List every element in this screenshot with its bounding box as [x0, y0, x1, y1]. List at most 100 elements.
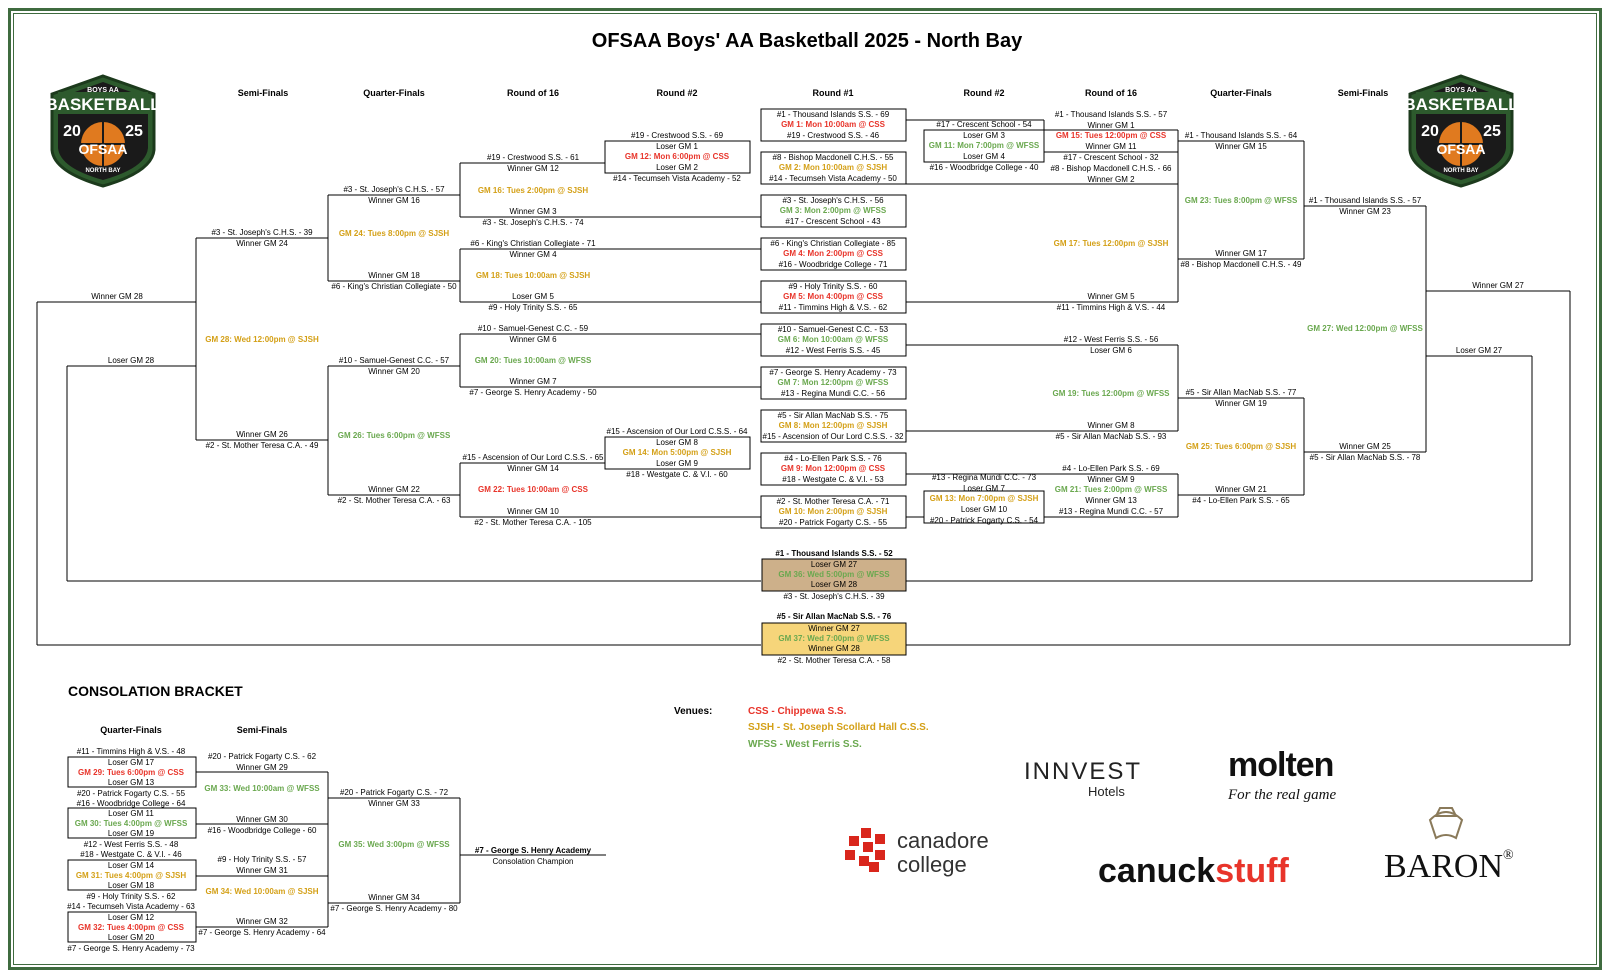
game-schedule: GM 30: Tues 4:00pm @ WFSS: [74, 819, 188, 828]
game-team: #12 - West Ferris S.S. - 48: [83, 840, 179, 849]
game-slot: Loser GM 27: [810, 560, 858, 569]
page-title: OFSAA Boys' AA Basketball 2025 - North B…: [591, 30, 1023, 52]
game-team: #7 - George S. Henry Academy - 50: [469, 388, 597, 397]
game-team: #3 - St. Joseph's C.H.S. - 39: [211, 228, 313, 237]
game-schedule: GM 2: Mon 10:00am @ SJSH: [778, 163, 888, 172]
game-slot: Winner GM 29: [236, 763, 288, 772]
venue-sjsh: SJSH - St. Joseph Scollard Hall C.S.S.: [748, 722, 929, 733]
game-slot: Loser GM 7: [963, 484, 1005, 493]
venue-wfss: WFSS - West Ferris S.S.: [748, 739, 862, 750]
game-team: #14 - Tecumseh Vista Academy - 52: [613, 174, 741, 183]
inner-frame: [13, 13, 1597, 965]
basketball-logo-right: BOYS AA BASKETBALL 20 25 OFSAA NORTH BAY: [1402, 72, 1520, 190]
game-team: #4 - Lo-Ellen Park S.S. - 65: [1192, 496, 1290, 505]
game-schedule: GM 5: Mon 4:00pm @ CSS: [783, 292, 883, 301]
sponsor-innvest-logo: INNVEST: [1024, 758, 1143, 785]
game-team: #15 - Ascension of Our Lord C.S.S. - 64: [606, 427, 748, 436]
third-place-team: #1 - Thousand Islands S.S. - 52: [775, 549, 893, 558]
header-round1: Round #1: [812, 88, 854, 98]
game-schedule: GM 32: Tues 4:00pm @ CSS: [78, 923, 184, 932]
svg-text:20: 20: [63, 123, 81, 140]
game-slot: Winner GM 26: [236, 430, 288, 439]
game-schedule: GM 18: Tues 10:00am @ SJSH: [475, 271, 591, 280]
svg-text:NORTH BAY: NORTH BAY: [85, 168, 120, 174]
sponsor-baron-mark: ®: [1503, 848, 1514, 863]
game-slot: Winner GM 8: [1087, 421, 1135, 430]
consolation-champion: #7 - George S. Henry Academy: [474, 846, 592, 855]
game-slot: Loser GM 6: [1090, 346, 1132, 355]
final-feed-label: Loser GM 27: [1455, 346, 1503, 355]
game-slot: Winner GM 1: [1087, 121, 1135, 130]
game-slot: Winner GM 24: [236, 239, 288, 248]
game-team: #11 - Timmins High & V.S. - 48: [76, 747, 186, 756]
game-team: #13 - Regina Mundi C.C. - 56: [780, 389, 886, 398]
game-slot: Winner GM 20: [368, 367, 420, 376]
game-team: #3 - St. Joseph's C.H.S. - 39: [783, 592, 885, 601]
game-team: #17 - Crescent School - 54: [936, 120, 1032, 129]
game-slot: Winner GM 5: [1087, 292, 1135, 301]
sponsor-innvest-sub: Hotels: [1088, 784, 1125, 799]
game-slot: Winner GM 23: [1339, 207, 1391, 216]
game-slot: Winner GM 18: [368, 271, 420, 280]
game-team: #1 - Thousand Islands S.S. - 57: [1054, 110, 1168, 119]
game-schedule: GM 10: Mon 2:00pm @ SJSH: [778, 507, 888, 516]
canadore-logo-icon: [845, 828, 893, 877]
game-team: #5 - Sir Allan MacNab S.S. - 75: [777, 411, 889, 420]
game-slot: Loser GM 13: [107, 778, 155, 787]
sponsor-molten-logo: molten: [1228, 746, 1334, 784]
game-team: #7 - George S. Henry Academy - 64: [198, 928, 326, 937]
game-team: #3 - St. Joseph's C.H.S. - 74: [482, 218, 584, 227]
game-slot: Winner GM 2: [1087, 175, 1135, 184]
game-schedule: GM 28: Wed 12:00pm @ SJSH: [205, 335, 319, 344]
game-slot: Winner GM 7: [509, 377, 557, 386]
game-team: #13 - Regina Mundi C.C. - 57: [1058, 507, 1164, 516]
game-team: #16 - Woodbridge College - 64: [76, 799, 186, 808]
game-slot: Loser GM 28: [810, 580, 858, 589]
game-team: #10 - Samuel-Genest C.C. - 59: [477, 324, 589, 333]
game-slot: Winner GM 16: [368, 196, 420, 205]
game-schedule: GM 6: Mon 10:00am @ WFSS: [777, 335, 889, 344]
game-team: #7 - George S. Henry Academy - 73: [67, 944, 195, 953]
final-team: #5 - Sir Allan MacNab S.S. - 76: [776, 612, 892, 621]
game-team: #2 - St. Mother Teresa C.A. - 58: [777, 656, 891, 665]
game-schedule: GM 21: Tues 2:00pm @ WFSS: [1054, 485, 1168, 494]
game-slot: Winner GM 17: [1215, 249, 1267, 258]
game-slot: Loser GM 20: [107, 933, 155, 942]
game-schedule: GM 4: Mon 2:00pm @ CSS: [783, 249, 883, 258]
game-team: #3 - St. Joseph's C.H.S. - 57: [343, 185, 445, 194]
game-team: #16 - Woodbridge College - 71: [778, 260, 888, 269]
game-schedule: GM 22: Tues 10:00am @ CSS: [478, 485, 588, 494]
game-team: #19 - Crestwood S.S. - 61: [486, 153, 580, 162]
game-slot: Loser GM 19: [107, 829, 155, 838]
svg-text:NORTH BAY: NORTH BAY: [1443, 168, 1478, 174]
svg-text:BOYS AA: BOYS AA: [87, 87, 119, 94]
game-team: #10 - Samuel-Genest C.C. - 53: [777, 325, 889, 334]
game-team: #16 - Woodbridge College - 60: [207, 826, 317, 835]
game-team: #2 - St. Mother Teresa C.A. - 105: [474, 518, 592, 527]
game-slot: Winner GM 19: [1215, 399, 1267, 408]
sponsor-canuckstuff-logo: canuckstuff: [1098, 852, 1289, 891]
sponsor-baron-logo: BARON®: [1384, 848, 1514, 886]
game-schedule: GM 16: Tues 2:00pm @ SJSH: [477, 186, 589, 195]
game-team: #1 - Thousand Islands S.S. - 69: [776, 110, 890, 119]
game-team: #15 - Ascension of Our Lord C.S.S. - 65: [462, 453, 604, 462]
sponsor-canuckstuff-part1: canuck: [1098, 852, 1216, 890]
header-right-semifinals: Semi-Finals: [1337, 88, 1389, 98]
game-team: #4 - Lo-Ellen Park S.S. - 76: [784, 454, 882, 463]
game-team: #17 - Crescent School - 32: [1063, 153, 1159, 162]
game-team: #20 - Patrick Fogarty C.S. - 55: [76, 789, 186, 798]
game-team: #11 - Timmins High & V.S. - 44: [1056, 303, 1166, 312]
sponsor-baron-name: BARON: [1384, 848, 1504, 885]
game-slot: Loser GM 17: [107, 758, 155, 767]
game-team: #4 - Lo-Ellen Park S.S. - 69: [1062, 464, 1160, 473]
game-schedule: GM 23: Tues 8:00pm @ WFSS: [1184, 196, 1298, 205]
game-slot: Loser GM 18: [107, 881, 155, 890]
baron-ring-icon: [1424, 804, 1468, 845]
game-slot: Winner GM 3: [509, 207, 557, 216]
game-schedule: GM 34: Wed 10:00am @ SJSH: [205, 887, 319, 896]
game-schedule: GM 11: Mon 7:00pm @ WFSS: [928, 141, 1040, 150]
sponsor-canadore-logo: canadore: [897, 828, 989, 853]
header-right-round16: Round of 16: [1085, 88, 1137, 98]
game-team: #5 - Sir Allan MacNab S.S. - 93: [1055, 432, 1167, 441]
